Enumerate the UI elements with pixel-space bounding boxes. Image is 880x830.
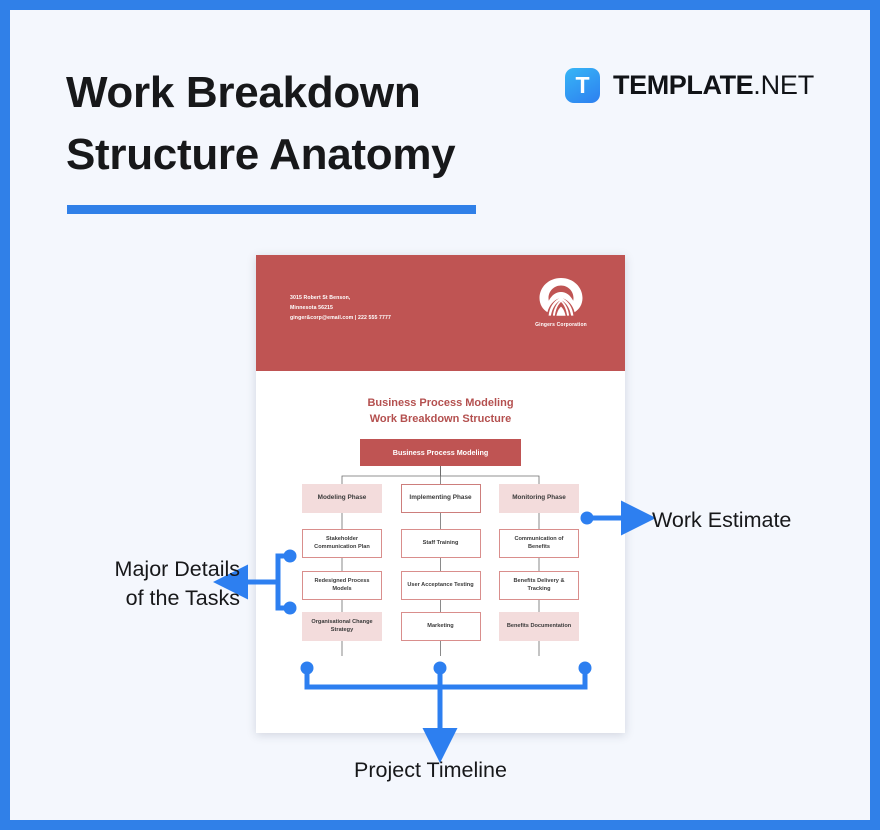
address-line-2: Minnesota 56215 [290,305,334,312]
wbs-task-user-acceptance-testing: User Acceptance Testing [400,571,481,600]
wbs-task-benefits-delivery-tracking: Benefits Delivery & Tracking [499,571,579,600]
wbs-root-node: Business Process Modeling [360,439,521,466]
page-title: Work Breakdown Structure Anatomy [66,62,546,187]
major-details-line-2: of the Tasks [125,585,240,610]
wbs-task-label: Stakeholder Communication Plan [314,536,370,550]
major-details-line-1: Major Details [114,557,240,581]
wbs-phase-monitoring: Monitoring Phase [499,484,579,513]
wbs-root-label: Business Process Modeling [392,447,489,457]
document-preview: 3015 Robert St Benson, Minnesota 56215 g… [256,255,625,733]
address-line-1: 3015 Robert St Benson, [290,295,351,301]
brand-name-strong: TEMPLATE [613,70,754,100]
wbs-task-staff-training: Staff Training [400,529,481,558]
wbs-phase-implementing-label: Implementing Phase [409,494,472,502]
wbs-task-label: Redesigned Process Models [314,578,370,592]
chart-title-line-2: Work Breakdown Structure [369,412,512,425]
wbs-phase-monitoring-label: Monitoring Phase [512,494,566,502]
brand-wordmark: TEMPLATE.NET [613,72,814,99]
tree-fountain-icon [539,278,583,316]
wbs-diagram: Business Process Modeling Modeling Phase… [256,371,625,733]
document-header: 3015 Robert St Benson, Minnesota 56215 g… [256,255,625,371]
brand-name-light: .NET [753,70,814,100]
brand-logo: T TEMPLATE.NET [565,68,814,103]
wbs-task-label: Communication of Benefits [514,536,564,550]
wbs-task-organisational-change-strategy: Organisational Change Strategy [302,612,382,641]
company-address: 3015 Robert St Benson, Minnesota 56215 g… [290,293,391,323]
wbs-task-redesigned-process-models: Redesigned Process Models [302,571,382,600]
wbs-connector-lines [341,466,540,656]
wbs-task-label: User Acceptance Testing [407,581,474,588]
wbs-task-label: Benefits Documentation [506,622,572,629]
page-title-line-1: Work Breakdown [66,68,421,117]
wbs-task-benefits-documentation: Benefits Documentation [499,612,579,641]
annotation-label-project-timeline: Project Timeline [354,758,507,782]
wbs-phase-implementing: Implementing Phase [400,484,481,513]
company-logo: Gingers Corporation [524,277,598,328]
chart-title-line-1: Business Process Modeling [367,397,514,409]
annotation-label-major-details: Major Details of the Tasks [82,555,240,612]
wbs-task-label: Benefits Delivery & Tracking [513,578,565,592]
wbs-phase-modeling-label: Modeling Phase [317,494,367,502]
wbs-task-label: Marketing [427,622,454,629]
page-title-line-2: Structure Anatomy [66,130,456,180]
wbs-task-label: Organisational Change Strategy [311,619,373,633]
wbs-task-marketing: Marketing [400,612,481,641]
wbs-phase-modeling: Modeling Phase [302,484,382,513]
wbs-task-stakeholder-communication-plan: Stakeholder Communication Plan [302,529,382,558]
template-logo-icon: T [565,68,600,103]
chart-title: Business Process Modeling Work Breakdown… [256,396,625,428]
company-name: Gingers Corporation [535,322,587,328]
wbs-task-communication-of-benefits: Communication of Benefits [499,529,579,558]
title-underline [67,205,476,214]
annotation-label-work-estimate: Work Estimate [652,508,792,532]
address-line-3: ginger&corp@email.com | 222 555 7777 [290,315,391,322]
wbs-task-label: Staff Training [422,539,459,546]
document-body: Business Process Modeling Work Breakdown… [256,371,625,733]
